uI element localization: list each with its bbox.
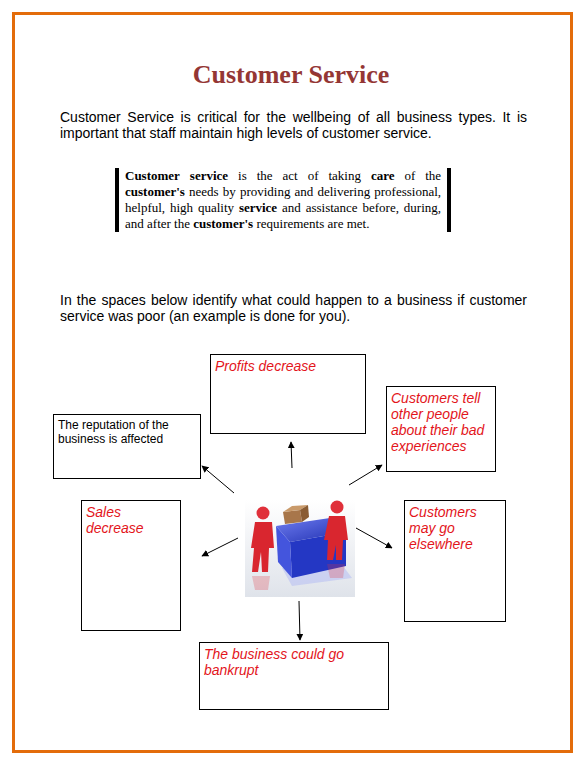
leader-arrow [202, 466, 234, 493]
box-text: Sales decrease [86, 504, 176, 536]
definition-quote: Customer service is the act of taking ca… [115, 168, 451, 232]
consequence-box: Profits decrease [210, 354, 366, 434]
consequence-box: Customers tell other people about their … [386, 386, 496, 472]
leader-arrows [202, 442, 392, 640]
box-text: Customers tell other people about their … [391, 390, 491, 454]
leader-arrow [356, 528, 392, 548]
intro-paragraph: Customer Service is critical for the wel… [60, 109, 527, 141]
leader-arrow [349, 465, 382, 485]
consequence-box: The business could go bankrupt [199, 642, 389, 710]
page-border [14, 14, 572, 752]
example-box: The reputation of the business is affect… [53, 414, 201, 479]
consequence-box: Sales decrease [81, 500, 181, 631]
page-title: Customer Service [0, 60, 582, 90]
box-text: The reputation of the business is affect… [58, 418, 196, 446]
box-text: Customers may go elsewhere [409, 504, 501, 552]
box-text: Profits decrease [215, 358, 361, 374]
consequence-box: Customers may go elsewhere [404, 500, 506, 622]
leader-arrow [299, 601, 300, 640]
instruction-paragraph: In the spaces below identify what could … [60, 292, 527, 324]
leader-arrow [291, 442, 292, 468]
service-illustration [245, 500, 355, 597]
leader-arrow [202, 538, 238, 556]
box-text: The business could go bankrupt [204, 646, 384, 678]
